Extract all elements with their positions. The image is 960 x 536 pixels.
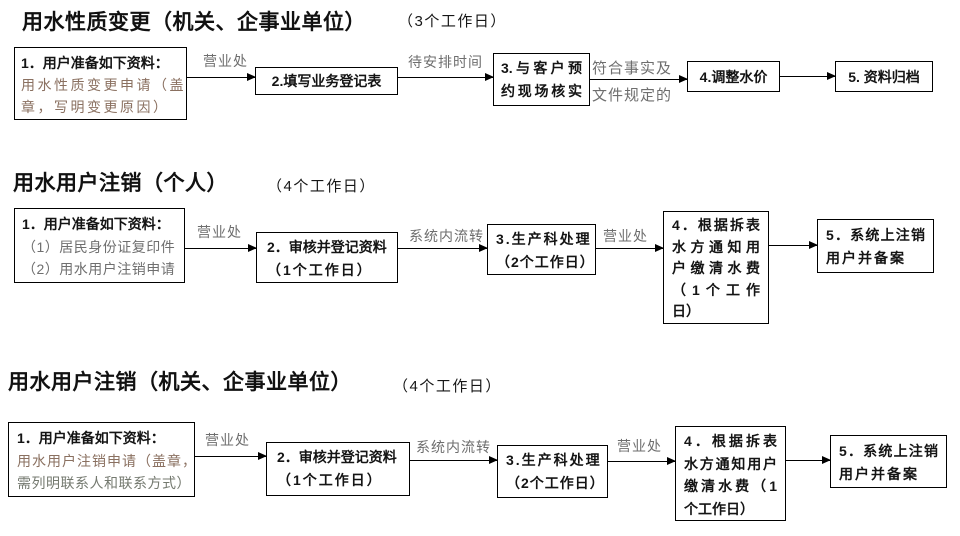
flow-arrow: [195, 451, 267, 460]
step-text: 2.填写业务登记表: [271, 73, 382, 89]
arrow-label: 营业处: [203, 53, 248, 69]
step-text: 4．根据拆表: [672, 217, 760, 233]
arrow-label: 符合事实及: [592, 60, 673, 77]
flow-arrow: [596, 243, 664, 252]
arrow-label: 系统内流转: [416, 439, 491, 455]
row2-step1-box: 1．用户准备如下资料： （1）居民身份证复印件 （2）用水用户注销申请: [14, 208, 185, 283]
row3-step2-box: 2．审核并登记资料 （1个工作日）: [266, 442, 410, 496]
step-heading: 1．用户准备如下资料：: [17, 430, 165, 446]
step-text: 4．根据拆表: [684, 433, 777, 449]
row3-step3-box: 3.生产科处理 （2个工作日）: [497, 445, 608, 498]
arrow-label: 营业处: [205, 432, 250, 448]
step-text: （2个工作日）: [506, 474, 605, 491]
step-text: 缴清水费（1: [684, 478, 777, 494]
step-text: 日）: [672, 303, 700, 319]
step-text: 个工作日）: [684, 500, 754, 517]
step-note: 章，写明变更原因）: [21, 99, 170, 115]
row2-duration: （4个工作日）: [267, 178, 376, 195]
step-text: 户缴清水费: [672, 260, 760, 276]
row3-step1-box: 1．用户准备如下资料： 用水用户注销申请（盖章， 需列明联系人和联系方式）: [8, 422, 197, 497]
flow-arrow: [780, 71, 836, 80]
arrow-label: 系统内流转: [409, 228, 484, 244]
row2-step5-box: 5．系统上注销 用户并备案: [817, 219, 934, 273]
step-text: 2．审核并登记资料: [267, 239, 387, 255]
row3-step4-box: 4．根据拆表 水方通知用户 缴清水费（1 个工作日）: [675, 426, 786, 521]
step-text: 约现场核实: [501, 83, 582, 99]
row1-step3-box: 3.与客户预 约现场核实: [493, 53, 590, 106]
flow-arrow: [185, 243, 257, 252]
step-text: 3.生产科处理: [496, 231, 592, 247]
step-text: 用户并备案: [839, 465, 919, 482]
step-text: （1个工作日）: [267, 261, 373, 278]
step-text: 5．系统上注销: [839, 443, 938, 459]
row1-step2-box: 2.填写业务登记表: [255, 67, 398, 95]
arrow-label: 待安排时间: [408, 54, 483, 70]
step-text: 5. 资料归档: [848, 68, 920, 85]
row2-step4-box: 4．根据拆表 水方通知用 户缴清水费 （1个工作 日）: [663, 211, 769, 324]
row2-step3-box: 3.生产科处理 （2个工作日）: [487, 224, 596, 275]
flow-arrow: [398, 243, 488, 252]
arrow-label: 营业处: [603, 228, 648, 244]
step-heading: 1．用户准备如下资料：: [22, 216, 170, 232]
step-text: （1个工作日）: [277, 471, 383, 488]
row2-title: 用水用户注销（个人）: [13, 172, 228, 195]
step-text: 3.与客户预: [501, 60, 582, 76]
step-text: （2个工作日）: [496, 253, 595, 270]
row1-step1-box: 1．用户准备如下资料： 用水性质变更申请（盖 章，写明变更原因）: [14, 47, 187, 120]
step-note: 用水用户注销申请（盖章，: [17, 452, 197, 469]
flow-arrow: [786, 455, 831, 464]
step-note: （2）用水用户注销申请: [22, 261, 176, 277]
step-note: 用水性质变更申请（盖: [21, 77, 186, 93]
step-heading: 1．用户准备如下资料：: [21, 55, 169, 71]
flow-arrow: [608, 456, 676, 465]
step-text: 水方通知用户: [684, 455, 777, 472]
row1-duration: （3个工作日）: [398, 13, 507, 30]
step-text: 水方通知用: [672, 238, 760, 255]
row2-step2-box: 2．审核并登记资料 （1个工作日）: [256, 232, 398, 283]
step-text: 用户并备案: [826, 249, 906, 266]
step-text: 4.调整水价: [699, 68, 768, 85]
step-text: 5．系统上注销: [826, 227, 925, 243]
row3-duration: （4个工作日）: [393, 378, 502, 395]
row1-step4-box: 4.调整水价: [687, 61, 780, 92]
flow-arrow: [398, 72, 494, 81]
row3-step5-box: 5．系统上注销 用户并备案: [830, 435, 947, 488]
flow-arrow: [769, 240, 818, 249]
row1-step5-box: 5. 资料归档: [835, 61, 933, 92]
arrow-label: 文件规定的: [592, 87, 673, 104]
row3-title: 用水用户注销（机关、企事业单位）: [8, 371, 352, 394]
row1-title: 用水性质变更（机关、企事业单位）: [22, 11, 366, 34]
step-note: 需列明联系人和联系方式）: [17, 475, 191, 491]
flow-arrow: [187, 72, 256, 81]
flow-arrow: [410, 455, 498, 464]
arrow-label: 营业处: [197, 224, 242, 240]
flow-arrow: [590, 74, 688, 83]
step-note: （1）居民身份证复印件: [22, 238, 176, 255]
step-text: （1个工作: [672, 281, 760, 298]
arrow-label: 营业处: [617, 438, 662, 454]
step-text: 2．审核并登记资料: [277, 449, 397, 465]
step-text: 3.生产科处理: [506, 452, 602, 468]
